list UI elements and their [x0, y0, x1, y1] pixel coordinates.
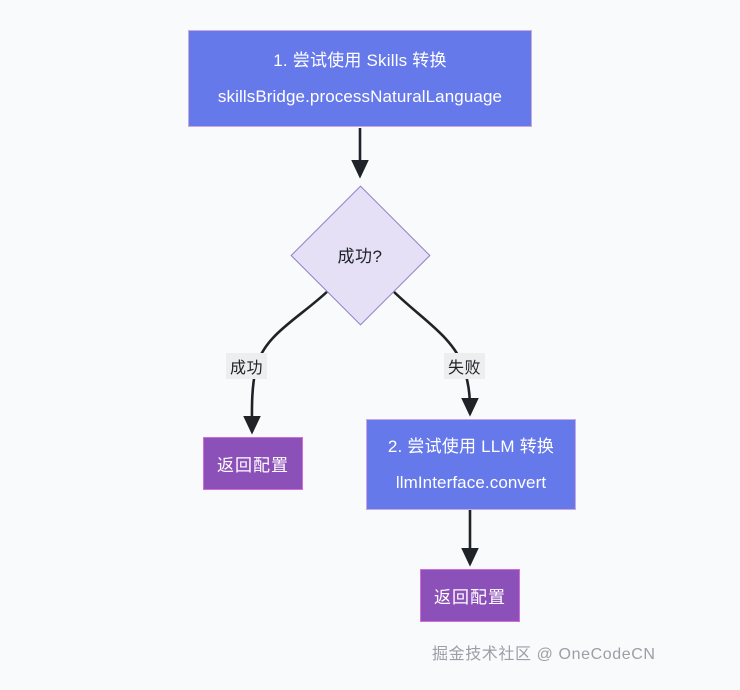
node-llm-interface-subtitle: llmInterface.convert: [395, 472, 547, 492]
node-skills-bridge-subtitle: skillsBridge.processNaturalLanguage: [217, 86, 503, 106]
node-return-config-success[interactable]: 返回配置: [203, 437, 303, 490]
node-decision-success-label: 成功?: [337, 246, 383, 266]
edge-label-success: 成功: [226, 353, 268, 379]
edge-label-failure: 失败: [444, 353, 486, 379]
node-llm-interface-title: 2. 尝试使用 LLM 转换: [387, 436, 555, 456]
watermark-text: 掘金技术社区 @ OneCodeCN: [432, 646, 656, 663]
node-return-config-success-label: 返回配置: [217, 456, 289, 475]
node-llm-interface[interactable]: 2. 尝试使用 LLM 转换 llmInterface.convert: [366, 419, 576, 510]
edge-decision-failure: [390, 288, 479, 417]
node-return-config-fallback[interactable]: 返回配置: [420, 569, 520, 622]
node-skills-bridge-title: 1. 尝试使用 Skills 转换: [273, 50, 447, 70]
node-skills-bridge[interactable]: 1. 尝试使用 Skills 转换 skillsBridge.processNa…: [188, 30, 532, 127]
node-return-config-fallback-label: 返回配置: [434, 588, 506, 607]
